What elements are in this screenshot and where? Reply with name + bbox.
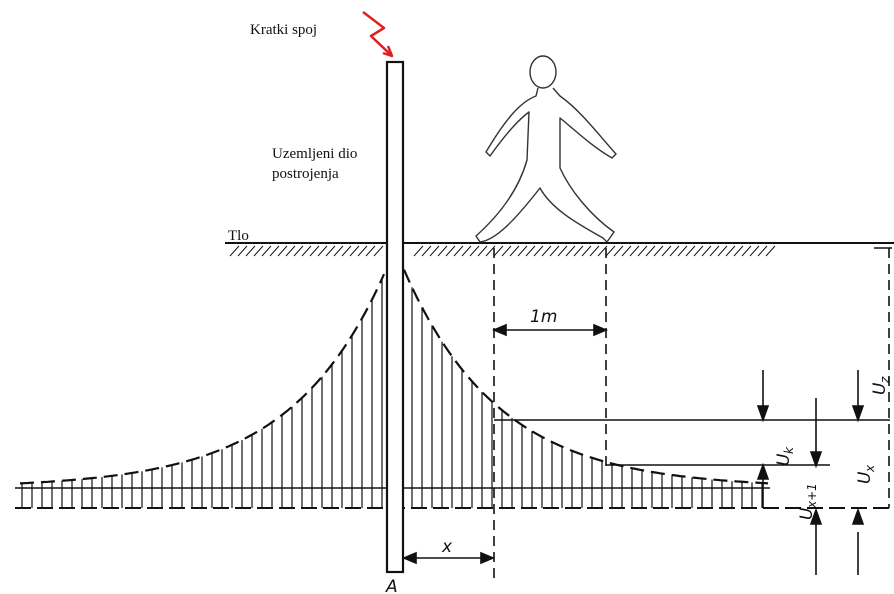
distance-x-label: x	[441, 537, 453, 557]
hatch-mark	[525, 245, 536, 257]
hatch-mark	[677, 245, 688, 257]
hatch-mark	[637, 245, 648, 257]
hatch-mark	[229, 245, 240, 257]
distance-x-dimension	[401, 551, 496, 565]
hatch-mark	[341, 245, 352, 257]
svg-text:x: x	[863, 464, 877, 473]
hatch-mark	[573, 245, 584, 257]
hatch-mark	[581, 245, 592, 257]
hatch-mark	[365, 245, 376, 257]
ux-label: U x	[855, 464, 877, 484]
hatch-mark	[477, 245, 488, 257]
hatch-mark	[757, 245, 768, 257]
uk-label: U k	[774, 446, 796, 466]
hatch-mark	[541, 245, 552, 257]
hatch-mark	[653, 245, 664, 257]
hatch-mark	[613, 245, 624, 257]
grounded-electrode	[385, 60, 405, 574]
hatch-mark	[285, 245, 296, 257]
hatch-mark	[269, 245, 280, 257]
hatch-mark	[517, 245, 528, 257]
hatch-mark	[669, 245, 680, 257]
step-length-label: 1m	[530, 307, 557, 327]
hatch-mark	[253, 245, 264, 257]
hatch-mark	[301, 245, 312, 257]
hatch-mark	[733, 245, 744, 257]
hatch-mark	[501, 245, 512, 257]
hatch-mark	[701, 245, 712, 257]
hatch-mark	[461, 245, 472, 257]
hatch-mark	[645, 245, 656, 257]
hatch-mark	[437, 245, 448, 257]
hatch-mark	[445, 245, 456, 257]
hatch-mark	[333, 245, 344, 257]
hatch-mark	[277, 245, 288, 257]
hatch-mark	[421, 245, 432, 257]
hatch-mark	[509, 245, 520, 257]
uz-label: U z	[870, 376, 892, 395]
hatch-mark	[533, 245, 544, 257]
hatch-mark	[293, 245, 304, 257]
ux1-label: U x+1	[797, 483, 819, 520]
hatch-mark	[493, 245, 504, 257]
hatch-mark	[261, 245, 272, 257]
hatch-mark	[453, 245, 464, 257]
svg-text:U: U	[870, 382, 890, 395]
point-a-label: A	[385, 577, 398, 594]
hatch-mark	[709, 245, 720, 257]
uk-dimension	[756, 370, 770, 508]
potential-envelope-right	[402, 269, 769, 485]
hatch-mark	[589, 245, 600, 257]
hatch-mark	[741, 245, 752, 257]
step-length-dimension	[491, 323, 609, 337]
svg-text:U: U	[797, 507, 817, 520]
hatch-mark	[629, 245, 640, 257]
short-circuit-label: Kratki spoj	[250, 22, 317, 38]
lightning-bolt-icon	[362, 11, 394, 58]
hatch-mark	[469, 245, 480, 257]
hatch-mark	[317, 245, 328, 257]
svg-text:U: U	[855, 471, 875, 484]
grounded-part-label-line2: postrojenja	[272, 166, 339, 182]
hatch-mark	[549, 245, 560, 257]
hatch-mark	[245, 245, 256, 257]
hatch-mark	[693, 245, 704, 257]
svg-text:U: U	[774, 453, 794, 466]
hatch-mark	[557, 245, 568, 257]
hatch-mark	[725, 245, 736, 257]
hatch-mark	[429, 245, 440, 257]
hatch-mark	[749, 245, 760, 257]
hatch-mark	[349, 245, 360, 257]
svg-text:k: k	[782, 446, 796, 454]
grounded-part-label-line1: Uzemljeni dio	[272, 146, 357, 162]
walking-person-icon	[475, 55, 617, 243]
hatch-mark	[325, 245, 336, 257]
hatch-mark	[717, 245, 728, 257]
hatch-mark	[565, 245, 576, 257]
uz-dimension	[851, 247, 892, 575]
hatch-mark	[661, 245, 672, 257]
ground-hatching	[229, 245, 776, 257]
svg-text:z: z	[878, 376, 892, 384]
potential-envelope-left	[19, 273, 386, 485]
hatch-mark	[373, 245, 384, 257]
hatch-mark	[597, 245, 608, 257]
ground-surface	[225, 242, 894, 257]
hatch-mark	[685, 245, 696, 257]
svg-text:x+1: x+1	[805, 483, 819, 509]
ground-label: Tlo	[228, 228, 249, 244]
hatch-mark	[621, 245, 632, 257]
hatch-mark	[485, 245, 496, 257]
hatch-mark	[765, 245, 776, 257]
ux-dimension	[809, 398, 823, 575]
hatch-mark	[413, 245, 424, 257]
hatch-mark	[357, 245, 368, 257]
potential-distribution-hatch	[21, 278, 763, 508]
hatch-mark	[605, 245, 616, 257]
hatch-mark	[309, 245, 320, 257]
hatch-mark	[237, 245, 248, 257]
